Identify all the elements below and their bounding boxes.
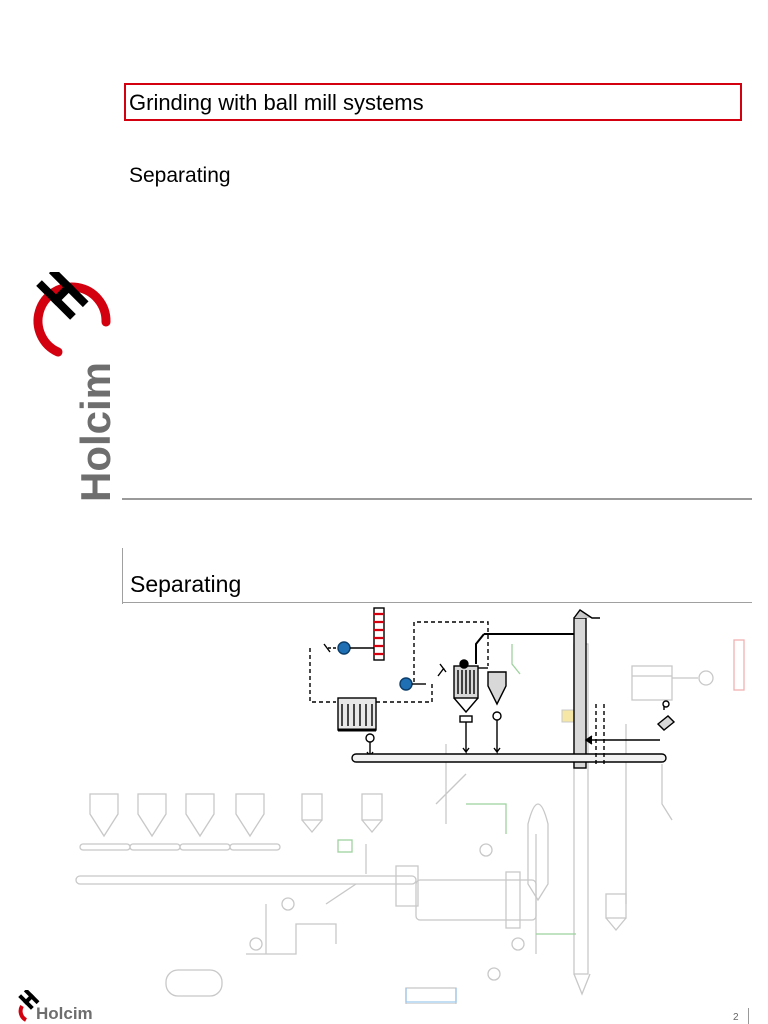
section-divider (122, 602, 752, 603)
highlighted-circuit (309, 607, 676, 769)
footer-brand-name: Holcim (36, 1004, 93, 1023)
section-marker (122, 548, 123, 604)
header-divider (122, 498, 752, 500)
page-title: Grinding with ball mill systems (129, 90, 424, 115)
section-title: Separating (130, 571, 242, 597)
faded-plant-layout (75, 643, 673, 1004)
footer-logo: Holcim (12, 990, 122, 1024)
page-subtitle: Separating (129, 164, 231, 187)
title-frame: Grinding with ball mill systems (124, 83, 742, 121)
page-number-divider (748, 1008, 749, 1024)
faded-blue-lines (405, 988, 457, 1003)
holcim-logo: Holcim (33, 272, 119, 502)
faded-right-units (631, 639, 745, 701)
process-flow-diagram (75, 607, 745, 1004)
faded-green-lines (337, 644, 576, 935)
page-number: 2 (733, 1012, 739, 1023)
feed-hoppers (89, 793, 265, 838)
footer-logo-mark (18, 990, 40, 1022)
svg-text:Holcim: Holcim (72, 362, 119, 502)
